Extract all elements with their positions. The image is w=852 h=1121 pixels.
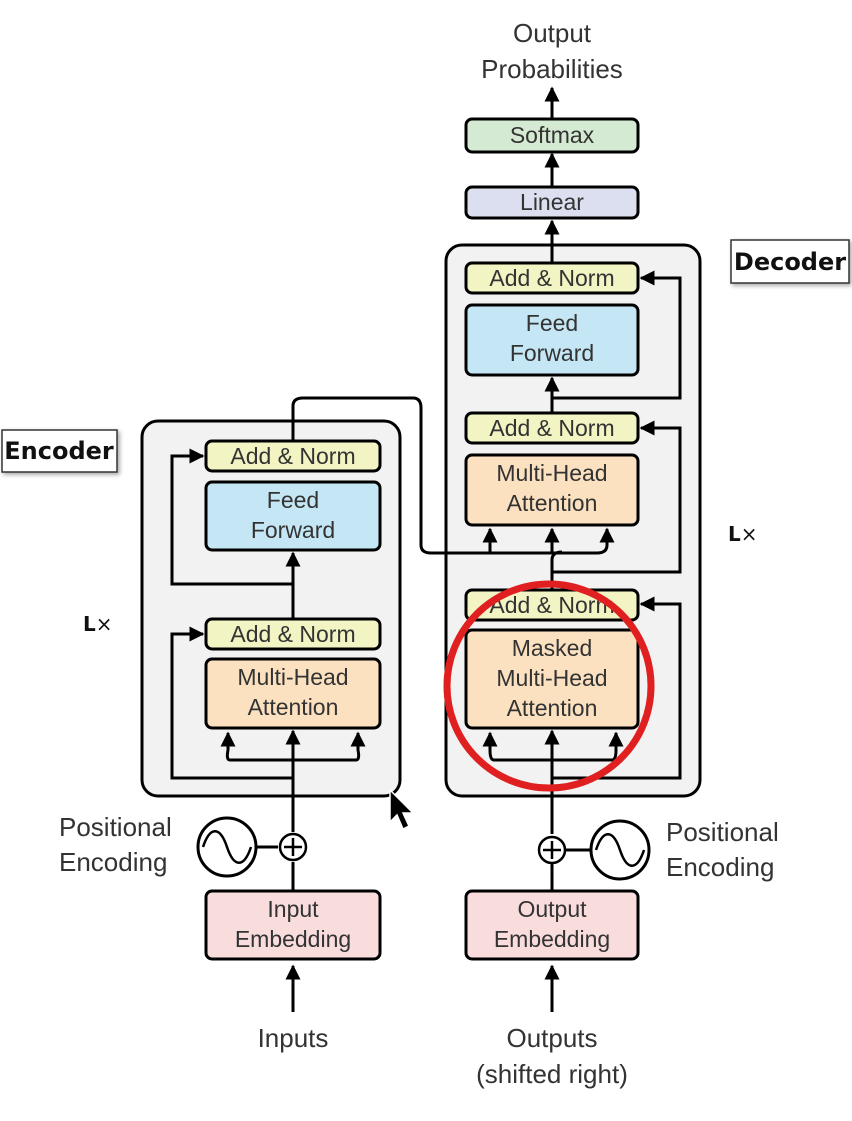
dec-masked-attention-label-1: Masked <box>512 635 593 661</box>
decoder-adder-icon <box>537 835 567 865</box>
enc-positional-label-2: Encoding <box>59 847 167 877</box>
output-embedding-label-2: Embedding <box>494 926 610 952</box>
enc-feed-forward-box <box>204 480 382 552</box>
encoder-block <box>140 419 402 798</box>
dec-positional-label-2: Encoding <box>666 852 774 882</box>
encoder-tag: Encoder <box>1 429 118 473</box>
enc-add-norm-bottom-box <box>204 617 382 651</box>
encoder-connections <box>170 396 615 1012</box>
decoder-repeat-label: L× <box>728 522 758 546</box>
outputs-label-2: (shifted right) <box>476 1059 628 1089</box>
dec-positional-label-1: Positional <box>666 817 779 847</box>
svg-text:Encoder: Encoder <box>4 437 114 465</box>
decoder-connections <box>482 86 682 1012</box>
enc-attention-label-1: Multi-Head <box>237 664 348 690</box>
softmax-label: Softmax <box>510 122 595 148</box>
linear-label: Linear <box>520 189 584 215</box>
encoder-repeat-label: L× <box>83 612 113 636</box>
enc-feed-forward-label-2: Forward <box>251 517 335 543</box>
input-embedding-label-2: Embedding <box>235 926 351 952</box>
dec-cross-attention-label-2: Attention <box>507 490 598 516</box>
output-probabilities-label-1: Output <box>513 18 592 48</box>
softmax-box <box>464 117 640 154</box>
input-embedding-box <box>204 889 382 961</box>
dec-add-norm-mid-label: Add & Norm <box>489 415 614 441</box>
positional-connectors <box>256 845 592 852</box>
linear-box <box>464 185 640 220</box>
dec-add-norm-top-label: Add & Norm <box>489 265 614 291</box>
dec-add-norm-top-box <box>464 261 640 295</box>
svg-text:Decoder: Decoder <box>734 248 846 276</box>
output-embedding-box <box>464 889 640 961</box>
dec-masked-attention-label-3: Attention <box>507 695 598 721</box>
dec-feed-forward-label-2: Forward <box>510 340 594 366</box>
dec-add-norm-mid-box <box>464 411 640 445</box>
enc-add-norm-top-label: Add & Norm <box>230 443 355 469</box>
input-embedding-label-1: Input <box>267 896 319 922</box>
dec-feed-forward-label-1: Feed <box>526 310 578 336</box>
mouse-cursor-icon <box>389 788 415 831</box>
enc-feed-forward-label-1: Feed <box>267 487 319 513</box>
enc-attention-box <box>204 657 382 730</box>
encoder-sine-wave-icon <box>196 816 258 878</box>
enc-positional-label-1: Positional <box>59 812 172 842</box>
dec-cross-attention-box <box>464 453 640 527</box>
enc-attention-label-2: Attention <box>248 694 339 720</box>
outputs-label-1: Outputs <box>506 1023 597 1053</box>
dec-cross-attention-label-1: Multi-Head <box>496 460 607 486</box>
enc-add-norm-bottom-label: Add & Norm <box>230 621 355 647</box>
decoder-sine-wave-icon <box>589 819 651 881</box>
enc-add-norm-top-box <box>204 439 382 473</box>
decoder-tag: Decoder <box>730 239 850 284</box>
output-embedding-label-1: Output <box>517 896 587 922</box>
inputs-label: Inputs <box>258 1023 329 1053</box>
output-probabilities-label-2: Probabilities <box>481 54 623 84</box>
dec-feed-forward-box <box>464 303 640 377</box>
dec-masked-attention-box <box>464 628 640 730</box>
encoder-adder-icon <box>278 832 308 862</box>
dec-masked-attention-label-2: Multi-Head <box>496 665 607 691</box>
highlight-circle <box>443 580 655 792</box>
